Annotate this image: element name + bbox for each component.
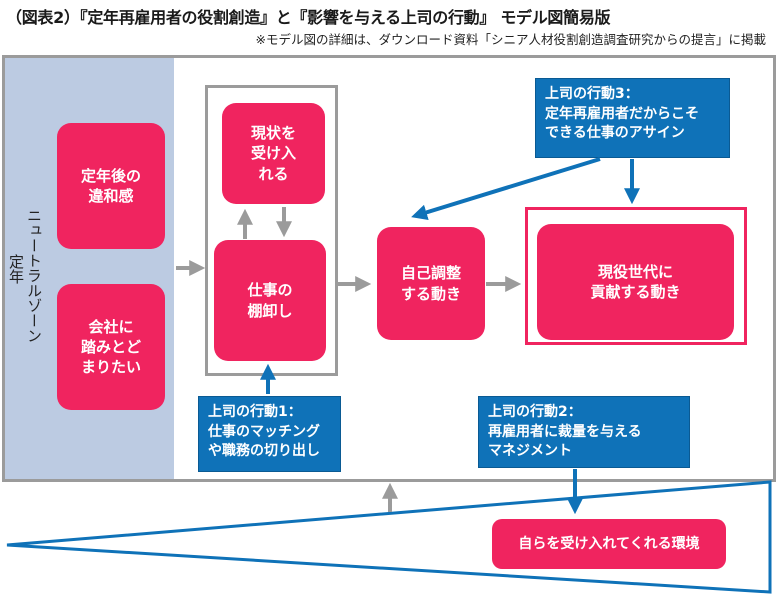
node-self-adjustment: 自己調整 する動き [377, 227, 485, 340]
node-accepting-environment: 自らを受け入れてくれる環境 [492, 519, 726, 569]
page-title: （図表2）『定年再雇用者の役割創造』と『影響を与える上司の行動』 モデル図簡易版 [6, 8, 611, 27]
boss-action-2-box: 上司の行動2： 再雇用者に裁量を与える マネジメント [478, 396, 690, 468]
neutral-zone-label: ニュートラルゾーン [25, 208, 43, 343]
node-work-inventory: 仕事の 棚卸し [214, 240, 326, 361]
arrow-action3-to-self-adjust [411, 157, 601, 221]
boss-action-1-box: 上司の行動1： 仕事のマッチング や職務の切り出し [198, 396, 341, 472]
boss-action-3-box: 上司の行動3： 定年再雇用者だからこそ できる仕事のアサイン [535, 78, 730, 158]
retirement-label: 定年 [7, 254, 25, 284]
node-contribute-to-active-generation: 現役世代に 貢献する動き [537, 224, 734, 340]
node-stay-in-company: 会社に 踏みとど まりたい [57, 284, 165, 410]
node-accept-situation: 現状を 受け入 れる [222, 103, 325, 204]
page-subtitle: ※モデル図の詳細は、ダウンロード資料「シニア人材役割創造調査研究からの提言」に掲… [255, 32, 766, 47]
node-post-retirement-discomfort: 定年後の 違和感 [57, 123, 165, 249]
